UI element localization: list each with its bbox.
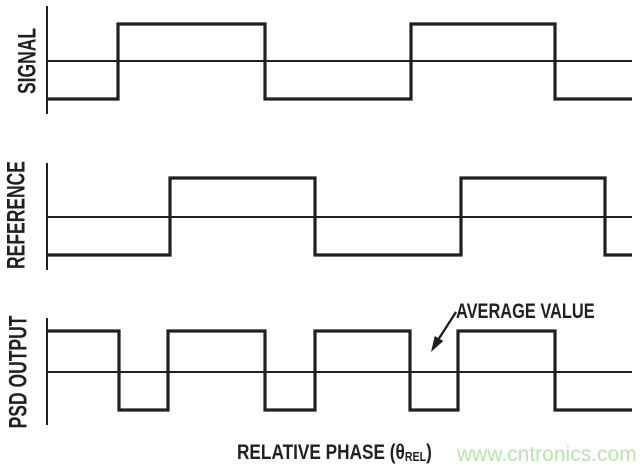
watermark-url: www.cntronics.com: [457, 443, 637, 466]
caption-prefix: RELATIVE PHASE (: [237, 441, 396, 464]
average-value-arrow-shaft: [436, 311, 458, 341]
psd-output-waveform: [48, 329, 632, 412]
average-value-arrow-head-icon: [431, 336, 444, 352]
theta-subscript: REL: [404, 449, 427, 464]
average-value-label: AVERAGE VALUE: [456, 300, 595, 323]
signal-axis-label: SIGNAL: [13, 27, 42, 95]
theta-symbol: θ: [395, 441, 405, 464]
relative-phase-caption: RELATIVE PHASE (θREL): [237, 442, 432, 463]
psd-output-axis-label: PSD OUTPUT: [4, 315, 33, 429]
reference-axis-label: REFERENCE: [2, 161, 31, 269]
caption-suffix: ): [426, 441, 432, 464]
reference-waveform: [48, 176, 632, 257]
signal-waveform: [48, 22, 632, 101]
